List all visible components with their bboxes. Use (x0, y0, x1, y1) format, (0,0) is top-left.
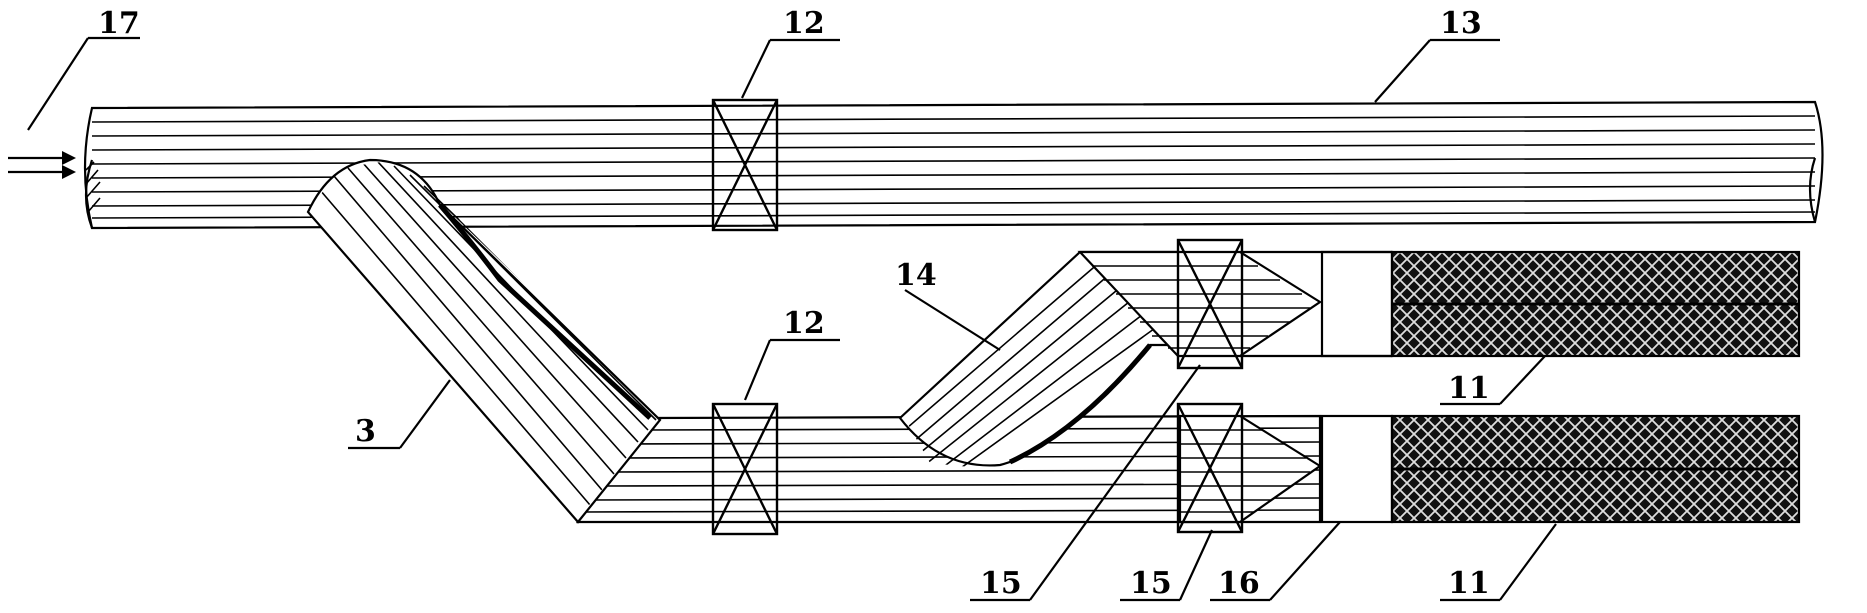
filter-module-lower (1390, 414, 1801, 524)
label-junction: 16 (1218, 566, 1260, 601)
label-valve-a: 15 (980, 566, 1022, 601)
valve-mid-icon (711, 402, 779, 536)
label-valve-b: 15 (1130, 566, 1172, 601)
upper-outlet (1077, 250, 1323, 358)
branch-pipe (898, 250, 1180, 470)
label-main-pipe: 13 (1440, 6, 1482, 41)
label-module-upper: 11 (1448, 371, 1490, 406)
label-valve-mid: 12 (783, 306, 825, 341)
filter-module-upper (1390, 250, 1801, 358)
main-pipe (83, 100, 1824, 230)
lower-outlet (1178, 414, 1322, 524)
junction-boxes (1240, 250, 1394, 524)
leader-lines (27, 36, 1557, 602)
diagonal-pipe (306, 158, 662, 524)
label-side-pipe: 3 (355, 414, 376, 449)
flow-arrow-icon (8, 151, 76, 179)
label-inlet: 17 (98, 6, 140, 41)
valve-upper-right-icon (1176, 238, 1244, 370)
label-module-lower: 11 (1448, 566, 1490, 601)
valve-top-icon (711, 98, 779, 232)
label-valve-top: 12 (783, 6, 825, 41)
label-branch-pipe: 14 (895, 258, 937, 293)
